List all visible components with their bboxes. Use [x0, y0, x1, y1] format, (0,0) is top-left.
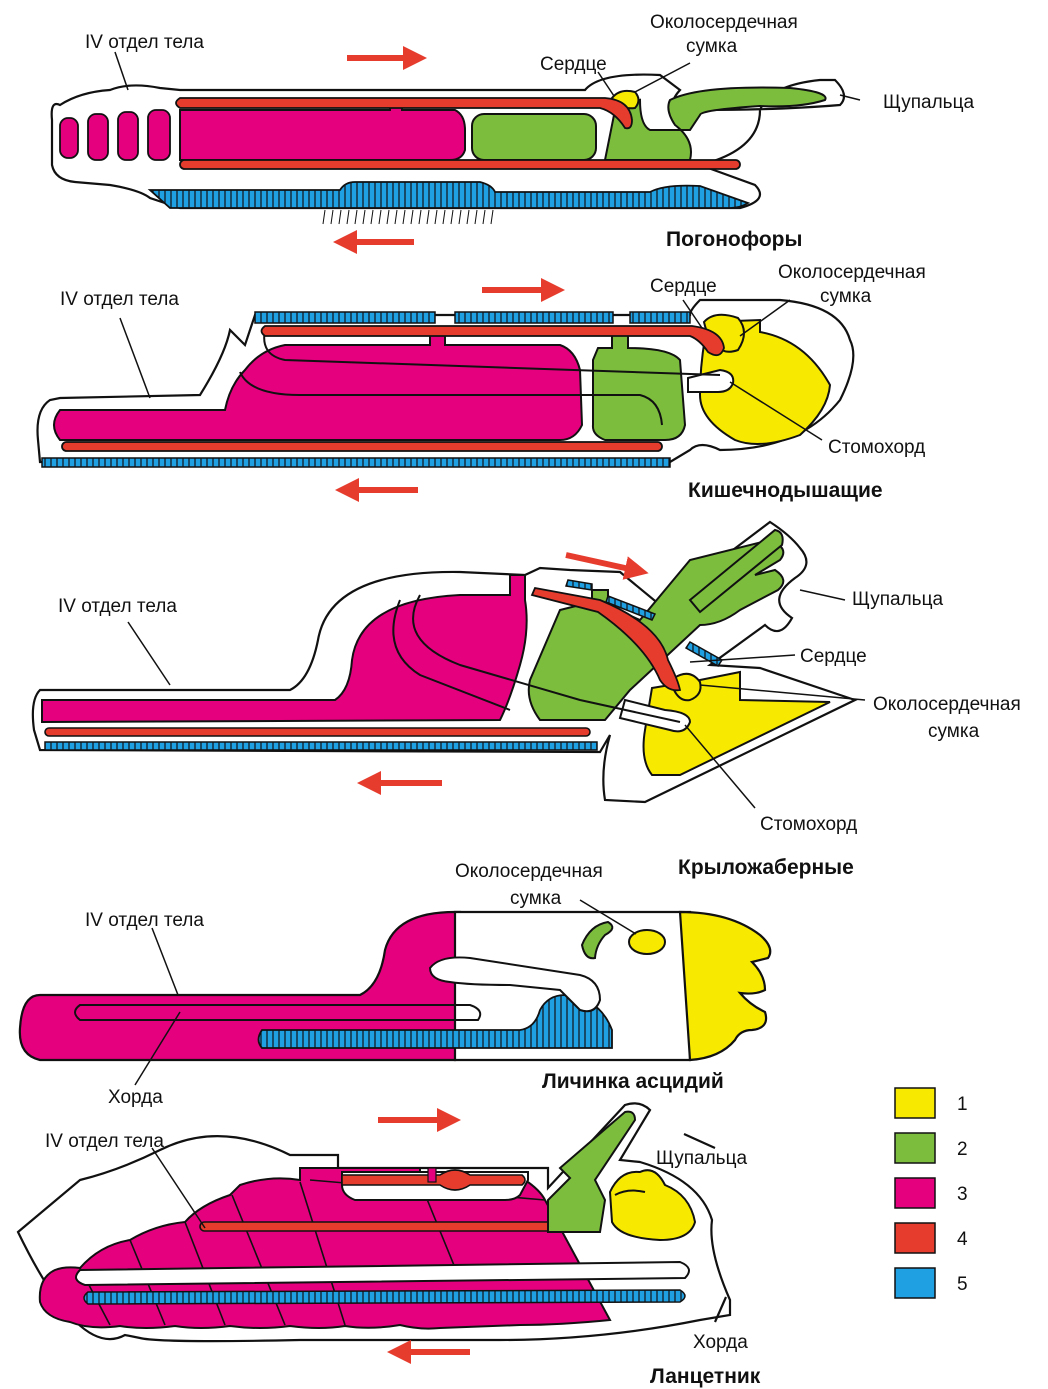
pogonophora-second-coelom [472, 114, 596, 160]
enteropneusta-segment-label: IV отдел тела [60, 289, 179, 310]
pterobranchia-heart-label: Сердце [800, 646, 867, 667]
pogonophora-diagram: IV отдел тела Сердце Околосердечная сумк… [52, 12, 975, 251]
pterobranchia-arrow-forward [566, 555, 634, 570]
ascidian-segment-label: IV отдел тела [85, 910, 204, 931]
legend-label-2: 2 [957, 1139, 968, 1160]
ascidian-pericardium-label-1: Околосердечная [455, 861, 603, 882]
enteropneusta-pericardium-label-1: Околосердечная [778, 262, 926, 283]
enteropneusta-title: Кишечнодышащие [688, 479, 883, 502]
lancelet-nerve-cord [84, 1290, 685, 1304]
legend-label-1: 1 [957, 1094, 968, 1115]
legend-label-4: 4 [957, 1229, 968, 1250]
ascidian-head [680, 912, 770, 1060]
enteropneusta-nerve-dorsal-3 [630, 312, 690, 323]
pogonophora-trunk-coelom [180, 100, 465, 160]
enteropneusta-nerve-ventral [42, 458, 670, 467]
pterobranchia-nerve-ventral [45, 742, 597, 750]
enteropneusta-trunk-coelom [54, 330, 582, 440]
enteropneusta-heart-label: Сердце [650, 276, 717, 297]
lancelet-tentacles-label: Щупальца [656, 1148, 747, 1169]
legend-swatch-1 [895, 1088, 935, 1118]
pterobranchia-pericardium-label-2: сумка [928, 721, 980, 742]
pogonophora-bristles [323, 210, 493, 224]
ascidian-pericardium-label-2: сумка [510, 888, 562, 909]
lancelet-segment-label: IV отдел тела [45, 1131, 164, 1152]
pogonophora-title: Погонофоры [666, 228, 802, 251]
lancelet-diagram: IV отдел тела Щупальца Хорда Ланцетник [18, 1103, 761, 1388]
legend-swatch-4 [895, 1223, 935, 1253]
pogonophora-pericardium-label-2: сумка [686, 36, 738, 57]
legend-label-5: 5 [957, 1274, 968, 1295]
pterobranchia-stomochord-label: Стомохорд [760, 814, 857, 835]
pogonophora-pericardium-label-1: Околосердечная [650, 12, 798, 33]
ascidian-diagram: Околосердечная сумка IV отдел тела Хорда… [20, 861, 770, 1108]
enteropneusta-pericardium-label-2: сумка [820, 286, 872, 307]
pogonophora-tentacles-label: Щупальца [883, 92, 974, 113]
lancelet-title: Ланцетник [650, 1365, 761, 1388]
enteropneusta-diagram: IV отдел тела Сердце Околосердечная сумк… [38, 262, 926, 502]
pterobranchia-ventral-vessel [45, 728, 590, 736]
enteropneusta-nerve-dorsal-1 [255, 312, 435, 323]
pterobranchia-tentacles-label: Щупальца [852, 589, 943, 610]
legend-swatch-3 [895, 1178, 935, 1208]
enteropneusta-stomochord-label: Стомохорд [828, 437, 925, 458]
legend: 1 2 3 4 5 [895, 1088, 968, 1298]
ascidian-title: Личинка асцидий [542, 1070, 724, 1093]
pterobranchia-segment-label: IV отдел тела [58, 596, 177, 617]
pogonophora-heart-label: Сердце [540, 54, 607, 75]
enteropneusta-ventral-vessel [62, 442, 662, 451]
legend-swatch-5 [895, 1268, 935, 1298]
legend-swatch-2 [895, 1133, 935, 1163]
pogonophora-segment-label: IV отдел тела [85, 32, 204, 53]
pterobranchia-pericardium-label-1: Околосердечная [873, 694, 1021, 715]
pogonophora-ventral-vessel [180, 160, 740, 169]
ascidian-notochord-label: Хорда [108, 1087, 163, 1108]
lancelet-notochord-label: Хорда [693, 1332, 748, 1353]
legend-label-3: 3 [957, 1184, 968, 1205]
enteropneusta-nerve-dorsal-2 [455, 312, 613, 323]
lancelet-ventral-vessel [200, 1222, 560, 1231]
pterobranchia-title: Крыложаберные [678, 856, 854, 879]
pterobranchia-diagram: IV отдел тела Щупальца Сердце Околосерде… [33, 522, 1021, 879]
